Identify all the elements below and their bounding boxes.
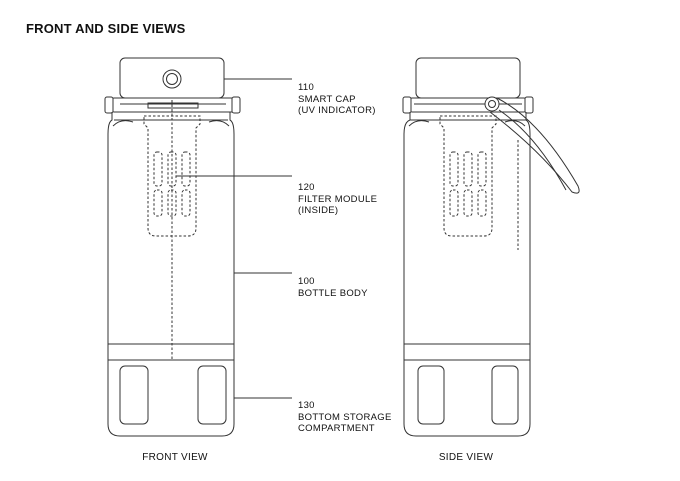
front-window-left <box>119 365 149 425</box>
leader-lines <box>176 78 292 399</box>
front-filter-module <box>143 100 201 360</box>
side-view-label: SIDE VIEW <box>438 452 494 463</box>
callout-bottle-body: 100 BOTTLE BODY <box>298 276 368 299</box>
callout-line: FILTER MODULE <box>298 193 378 205</box>
front-cap <box>119 57 225 99</box>
side-body <box>403 112 531 437</box>
callout-number: 120 <box>298 182 315 193</box>
side-window-right <box>491 365 519 425</box>
callout-line: BOTTLE BODY <box>298 287 368 299</box>
callout-number: 100 <box>298 276 315 287</box>
uv-indicator-inner <box>166 73 178 85</box>
side-filter-module <box>439 115 519 250</box>
callout-line: COMPARTMENT <box>298 423 375 434</box>
front-collar <box>111 97 235 113</box>
callout-number: 130 <box>298 400 315 411</box>
callout-filter-module: 120 FILTER MODULE (INSIDE) <box>298 182 377 217</box>
callout-line: BOTTOM STORAGE <box>298 411 392 423</box>
front-window-right <box>197 365 227 425</box>
side-strap <box>484 96 580 194</box>
front-view-label: FRONT VIEW <box>142 452 208 463</box>
callout-line: (UV INDICATOR) <box>298 105 376 116</box>
callout-number: 110 <box>298 82 315 93</box>
callout-bottom-storage: 130 BOTTOM STORAGE COMPARTMENT <box>298 400 392 435</box>
front-body <box>107 112 235 437</box>
page-title: FRONT AND SIDE VIEWS <box>26 21 186 36</box>
uv-indicator-outer <box>162 69 182 89</box>
callout-line: (INSIDE) <box>298 205 339 216</box>
front-view-bottle <box>104 57 241 437</box>
side-cap <box>415 57 521 99</box>
side-view-bottle <box>402 57 580 437</box>
side-window-left <box>417 365 445 425</box>
callout-line: SMART CAP <box>298 93 356 105</box>
callout-smart-cap: 110 SMART CAP (UV INDICATOR) <box>298 82 376 117</box>
